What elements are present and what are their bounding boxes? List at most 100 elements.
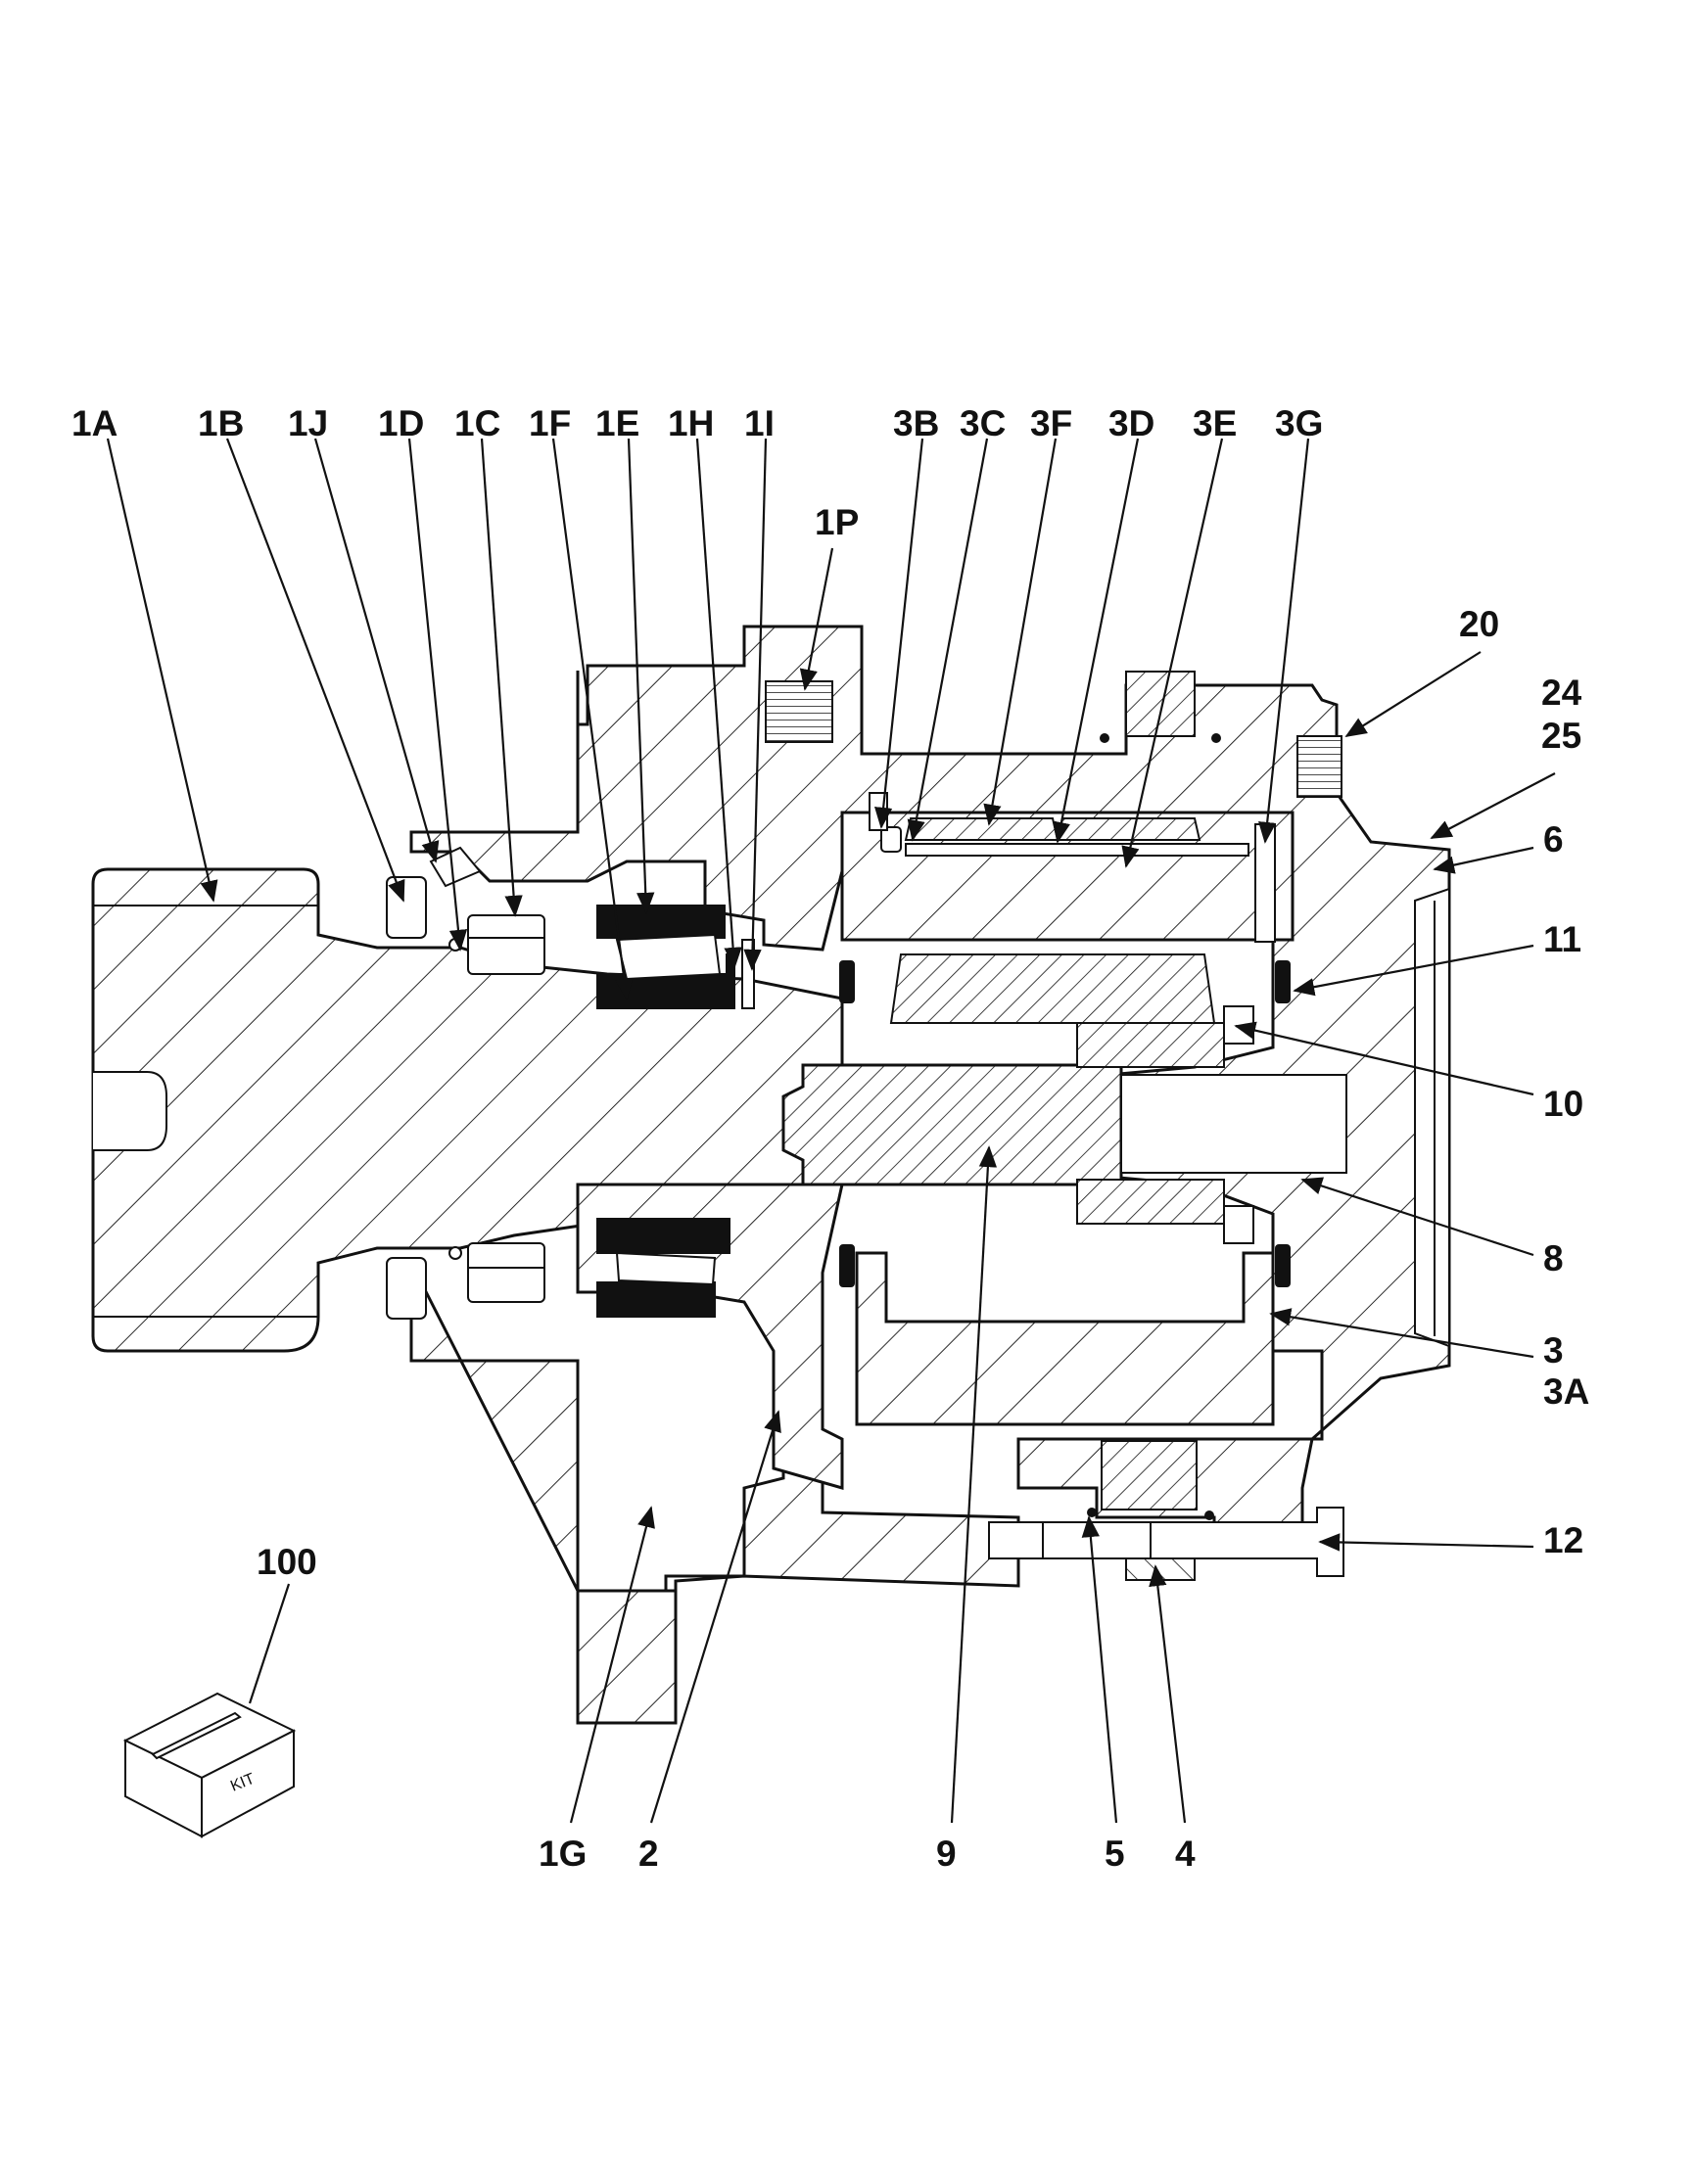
- o-ring-11-right-top: [1275, 960, 1291, 1003]
- ring-gear-upper-block: [1125, 671, 1196, 737]
- leader-8: [1300, 1177, 1534, 1257]
- leader-2: [649, 1410, 781, 1824]
- callout-12: 12: [1543, 1520, 1583, 1560]
- o-ring-small-lower-right: [1204, 1510, 1214, 1520]
- callout-1P: 1P: [815, 502, 859, 542]
- o-ring-11-right-bottom: [1275, 1244, 1291, 1287]
- leader-3G: [1258, 438, 1310, 844]
- thrust-washer-10-lower: [1223, 1205, 1254, 1244]
- callout-1D: 1D: [378, 403, 424, 443]
- seal-carrier-bottom: [386, 1257, 427, 1320]
- callout-1G: 1G: [539, 1834, 587, 1874]
- leader-1D: [407, 438, 468, 952]
- leader-20: [1344, 651, 1482, 737]
- leader-11: [1293, 944, 1534, 997]
- input-bore: [1120, 1074, 1347, 1174]
- callout-1A: 1A: [71, 403, 118, 443]
- cover-3A: [855, 1251, 1275, 1426]
- leader-24-25: [1430, 772, 1556, 839]
- callout-9: 9: [936, 1834, 957, 1874]
- leader-1C: [480, 438, 523, 917]
- leader-lines: [106, 438, 1556, 1824]
- shaft-groove: [93, 1071, 167, 1151]
- callout-1I: 1I: [744, 403, 775, 443]
- o-ring-1D-bottom: [448, 1246, 462, 1260]
- callout-3F: 3F: [1030, 403, 1072, 443]
- thrust-washer-3F: [1056, 817, 1201, 841]
- roller-bearing-1C-bottom: [467, 1242, 545, 1303]
- leader-1A: [106, 438, 218, 903]
- bearing-cup-bottom-lower: [596, 1281, 716, 1318]
- callout-100: 100: [257, 1542, 317, 1582]
- port-plug-1P: [765, 680, 833, 743]
- roller-bearing-1C-top: [467, 914, 545, 975]
- side-cover-6: [1414, 887, 1450, 1348]
- bearing-cup-bottom-upper: [596, 1218, 730, 1254]
- leader-3D: [1052, 438, 1140, 844]
- leader-100: [248, 1583, 291, 1704]
- coupling-8: [1076, 1022, 1225, 1068]
- tapered-roller-bottom: [615, 1251, 717, 1286]
- leader-3E: [1121, 438, 1224, 868]
- callout-labels: 1A 1B 1J 1D 1C 1F 1E 1H 1I 1P 3B 3C 3F 3…: [71, 403, 1589, 1874]
- leader-1H: [695, 438, 742, 969]
- callout-8: 8: [1543, 1238, 1564, 1278]
- leader-9: [950, 1145, 998, 1824]
- sun-gear-9: [781, 1063, 1123, 1186]
- callout-1C: 1C: [454, 403, 500, 443]
- leader-1G: [569, 1506, 655, 1824]
- callout-24: 24: [1541, 673, 1582, 713]
- callout-1H: 1H: [668, 403, 714, 443]
- callout-5: 5: [1105, 1834, 1125, 1874]
- kit-box-icon: KIT: [122, 1692, 297, 1838]
- fill-plug-20: [1296, 735, 1342, 798]
- o-ring-11-left-bottom: [839, 1244, 855, 1287]
- callout-11: 11: [1543, 919, 1581, 959]
- callout-10: 10: [1543, 1084, 1583, 1124]
- callout-3D: 3D: [1108, 403, 1154, 443]
- ring-gear-lower-block: [1101, 1440, 1198, 1510]
- leader-1E: [627, 438, 655, 914]
- bearing-cup-1E-top: [596, 905, 726, 939]
- callout-3: 3: [1543, 1330, 1564, 1371]
- leader-1B: [225, 438, 405, 903]
- callout-1E: 1E: [595, 403, 639, 443]
- leader-1F: [551, 438, 634, 1000]
- ring-gear-upper-teeth: [889, 953, 1216, 1024]
- leader-12: [1318, 1533, 1534, 1552]
- planet-gear-pin-3E: [905, 843, 1249, 857]
- callout-3E: 3E: [1193, 403, 1237, 443]
- leader-6: [1433, 846, 1534, 874]
- needle-bearing-3C: [904, 817, 1059, 841]
- o-ring-11-left-top: [839, 960, 855, 1003]
- leader-3B: [874, 438, 924, 829]
- tapered-roller-top: [615, 933, 722, 981]
- coupling-8-lower: [1076, 1179, 1225, 1225]
- callout-20: 20: [1459, 604, 1499, 644]
- callout-2: 2: [638, 1834, 659, 1874]
- leader-3C: [907, 438, 989, 842]
- mechanical-parts: KIT: [91, 625, 1451, 1838]
- callout-6: 6: [1543, 819, 1564, 860]
- leader-4: [1149, 1564, 1187, 1824]
- leader-1I: [743, 438, 768, 971]
- washer-4: [1125, 1557, 1196, 1581]
- thrust-washer-10: [1223, 1005, 1254, 1045]
- bearing-cone-1F-top: [596, 973, 735, 1009]
- seal-carrier-top: [386, 876, 427, 939]
- callout-3C: 3C: [960, 403, 1006, 443]
- callout-1F: 1F: [529, 403, 571, 443]
- bolt-12: [988, 1507, 1344, 1577]
- leader-10: [1234, 1021, 1534, 1096]
- leader-1P: [799, 547, 834, 691]
- callout-3A: 3A: [1543, 1371, 1589, 1412]
- o-ring-small-upper-right: [1211, 733, 1221, 743]
- leader-3F: [983, 438, 1058, 826]
- o-ring-small-upper-left: [1100, 733, 1109, 743]
- leader-1J: [313, 438, 440, 863]
- o-ring-5: [1087, 1508, 1097, 1517]
- housing-flange: [576, 1589, 678, 1725]
- callout-25: 25: [1541, 716, 1581, 756]
- leader-5: [1081, 1515, 1118, 1824]
- callout-4: 4: [1175, 1834, 1196, 1874]
